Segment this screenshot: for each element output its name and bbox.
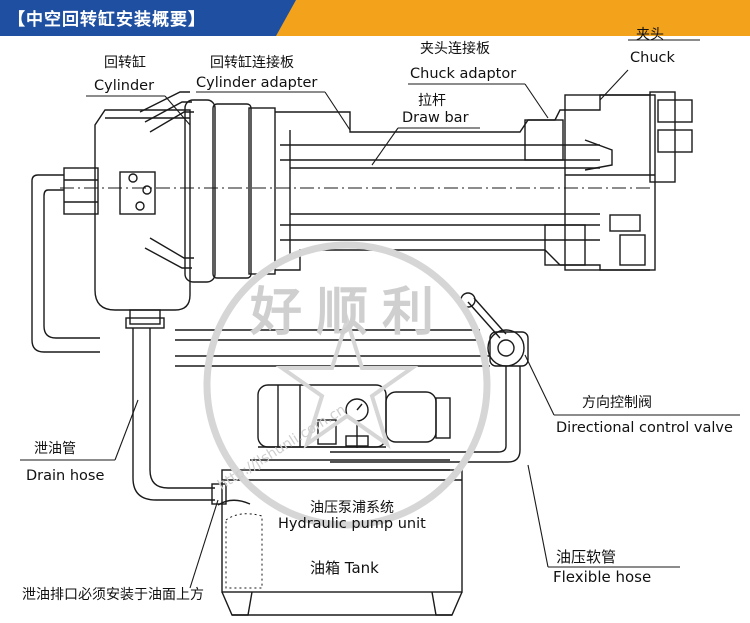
label-chuck-adaptor-zh: 夹头连接板 <box>420 41 490 57</box>
label-chuck-adaptor-en: Chuck adaptor <box>410 66 517 82</box>
label-pump-zh: 油压泵浦系统 <box>310 500 394 516</box>
watermark-seal <box>203 241 491 529</box>
oil-tank <box>217 469 463 616</box>
label-adapter-zh: 回转缸连接板 <box>210 55 294 71</box>
label-chuck-zh: 夹头 <box>636 27 664 43</box>
header-title: 【中空回转缸安装概要】 <box>8 10 206 30</box>
callout-lines <box>20 39 740 589</box>
chuck-body <box>564 91 693 271</box>
label-tank: 油箱 Tank <box>310 559 379 577</box>
flexible-hose-pipe <box>330 385 521 463</box>
label-valve-zh: 方向控制阀 <box>582 395 652 411</box>
label-drain-en: Drain hose <box>26 468 105 484</box>
label-chuck-en: Chuck <box>630 50 675 66</box>
label-cylinder-zh: 回转缸 <box>104 55 146 71</box>
label-drawbar-en: Draw bar <box>402 110 469 126</box>
cylinder-body <box>94 91 194 329</box>
label-cylinder-en: Cylinder <box>94 78 155 94</box>
cylinder-disc <box>184 99 276 283</box>
watermark-brand: 好顺利 <box>250 283 449 343</box>
label-pump-en: Hydraulic pump unit <box>278 516 426 532</box>
label-flexhose-zh: 油压软管 <box>556 548 617 566</box>
label-flexhose-en: Flexible hose <box>553 568 652 586</box>
label-drawbar-zh: 拉杆 <box>418 93 446 109</box>
rear-spindle <box>63 167 99 215</box>
label-drain-zh: 泄油管 <box>34 441 76 457</box>
header-background <box>0 0 750 36</box>
header-bar: 【中空回转缸安装概要】 <box>0 0 750 36</box>
label-adapter-en: Cylinder adapter <box>196 75 318 91</box>
label-valve-en: Directional control valve <box>556 420 733 436</box>
directional-valve <box>460 292 529 385</box>
spindle-housing <box>60 94 650 271</box>
label-drain-note: 泄油排口必须安装于油面上方 <box>22 587 204 603</box>
